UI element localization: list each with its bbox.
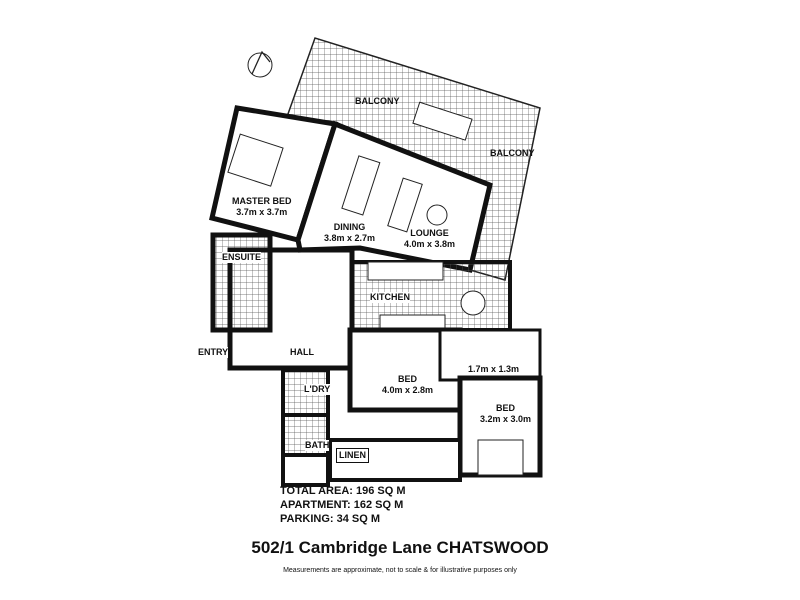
property-address: 502/1 Cambridge Lane CHATSWOOD <box>251 538 549 557</box>
linen-label: LINEN <box>336 448 369 463</box>
disclaimer: Measurements are approximate, not to sca… <box>283 567 517 574</box>
balcony-label-2: BALCONY <box>490 148 535 158</box>
balcony-table <box>412 101 473 141</box>
room-size: 3.8m x 2.7m <box>324 233 376 243</box>
bed-furniture <box>227 133 284 187</box>
balcony-label: BALCONY <box>355 96 400 106</box>
sofa <box>387 177 423 233</box>
dining-table <box>341 155 381 216</box>
total-area: TOTAL AREA: 196 SQ M <box>280 485 406 497</box>
apartment-area: APARTMENT: 162 SQ M <box>280 499 404 511</box>
laundry-label: L'DRY <box>304 384 331 395</box>
living-dining <box>295 120 493 273</box>
room-size: 4.0m x 2.8m <box>382 385 434 395</box>
coffee-table <box>426 204 448 226</box>
study-size-label: 1.7m x 1.3m <box>468 364 520 374</box>
room-name: MASTER BED <box>232 196 292 206</box>
room-size: 4.0m x 3.8m <box>404 239 456 249</box>
bed-3-furniture <box>477 439 524 476</box>
kitchen-table <box>460 290 486 316</box>
room-size: 3.7m x 3.7m <box>236 207 288 217</box>
kitchen-bench <box>367 261 444 281</box>
hall-label: HALL <box>290 347 314 357</box>
room-name: LOUNGE <box>410 228 449 238</box>
north-arrow-icon <box>247 50 273 78</box>
cupboard <box>281 453 330 487</box>
parking-area: PARKING: 34 SQ M <box>280 513 381 525</box>
room-size: 3.2m x 3.0m <box>480 414 532 424</box>
room-name: DINING <box>333 222 366 232</box>
ensuite-label: ENSUITE <box>222 252 262 263</box>
room-name: BED <box>496 403 516 413</box>
bath-label: BATH <box>305 440 330 451</box>
room-name: BED <box>398 374 418 384</box>
entry-label: ENTRY <box>198 347 229 358</box>
kitchen-label: KITCHEN <box>370 292 410 303</box>
